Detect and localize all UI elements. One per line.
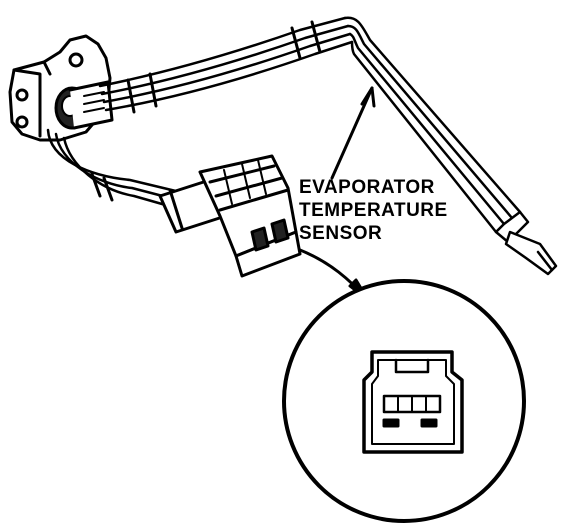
sensor-connector: [158, 154, 302, 278]
sensor-wire-bundle: [98, 16, 354, 114]
callout-line-2: TEMPERATURE: [299, 200, 448, 221]
sensor-body: [54, 80, 114, 130]
connector-face-detail: [282, 279, 526, 523]
sensor-probe: [343, 16, 558, 276]
callout-arrow: [330, 86, 376, 180]
callout-line-1: EVAPORATOR: [299, 177, 435, 198]
sensor-callout-label: EVAPORATOR TEMPERATURE SENSOR: [299, 176, 448, 245]
callout-line-3: SENSOR: [299, 223, 383, 244]
lead-wires: [46, 128, 182, 210]
